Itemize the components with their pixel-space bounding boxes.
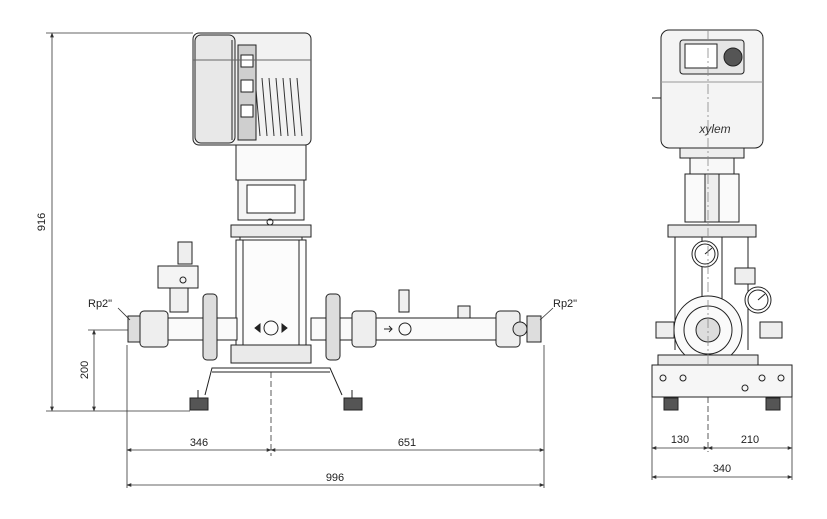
dim-base-left: 130 <box>671 434 689 446</box>
dim-height-inlet: 200 <box>79 361 91 379</box>
side-manifold <box>655 295 783 366</box>
drive-controller <box>652 29 764 175</box>
pump-body <box>230 224 312 364</box>
dim-axis-to-right: 651 <box>398 437 416 449</box>
dim-overall-length: 996 <box>326 472 344 484</box>
pressure-gauges <box>691 240 772 314</box>
side-base <box>651 364 793 411</box>
dim-left-to-axis: 346 <box>190 437 208 449</box>
discharge-manifold <box>310 289 542 361</box>
side-view <box>651 29 793 411</box>
suction-manifold <box>127 241 238 361</box>
brand-logo: xylem <box>698 122 730 136</box>
motor <box>192 32 312 146</box>
front-dimensions <box>46 32 554 488</box>
inlet-connection-label: Rp2" <box>88 298 112 310</box>
motor-stool <box>235 144 307 226</box>
outlet-connection-label: Rp2" <box>553 298 577 310</box>
front-view <box>127 32 542 411</box>
base-frame <box>189 367 363 411</box>
dim-base-right: 210 <box>741 434 759 446</box>
dim-base-total: 340 <box>713 463 731 475</box>
dim-height-total: 916 <box>36 213 48 231</box>
side-dimensions <box>651 30 793 480</box>
